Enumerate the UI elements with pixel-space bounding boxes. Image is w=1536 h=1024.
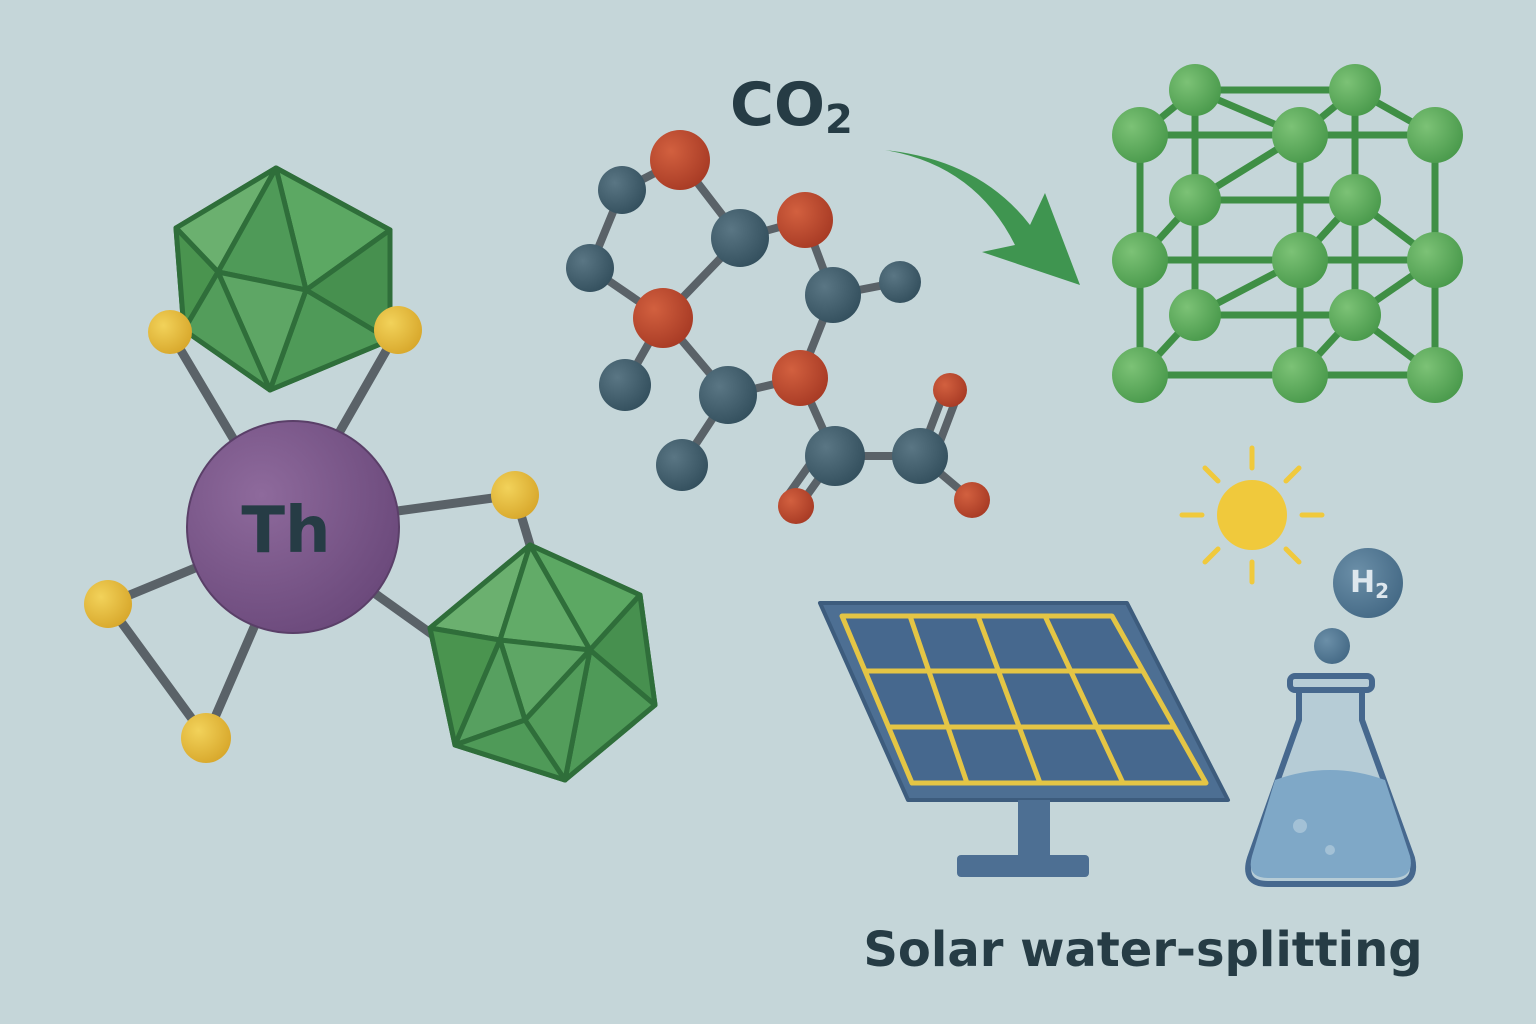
ligand-atom: [148, 310, 192, 354]
oxygen-atom: [633, 288, 693, 348]
oxygen-atom: [954, 482, 990, 518]
lattice-atom: [1407, 107, 1463, 163]
caption: Solar water-splitting: [863, 922, 1422, 978]
ligand-atom: [181, 713, 231, 763]
carbon-atom: [566, 244, 614, 292]
h2-bubble-icon: H2: [1314, 548, 1403, 664]
flask-icon: [1245, 673, 1416, 887]
thorium-complex: Th: [84, 165, 658, 783]
curved-arrow-icon: [885, 150, 1080, 285]
panel-cells: [839, 613, 1209, 786]
lattice-atom: [1329, 64, 1381, 116]
carbon-atom: [699, 366, 757, 424]
lattice-atoms: [1112, 64, 1463, 403]
panel-grid: [866, 614, 1175, 785]
lattice-atom: [1272, 347, 1328, 403]
lattice-atom: [1407, 232, 1463, 288]
lattice-atom: [1169, 289, 1221, 341]
sun-disc: [1217, 480, 1287, 550]
h2-bubble: [1333, 548, 1403, 618]
flask-bubble: [1293, 819, 1307, 833]
carbon-atom: [711, 209, 769, 267]
carbon-atom: [598, 166, 646, 214]
lattice-atom: [1407, 347, 1463, 403]
oxygen-atom: [772, 350, 828, 406]
carbon-atom: [892, 428, 948, 484]
flask-liquid: [1250, 770, 1411, 878]
sun-rays: [1179, 445, 1325, 585]
lattice-atom: [1329, 289, 1381, 341]
ligand-atom: [374, 306, 422, 354]
carbon-atom: [879, 261, 921, 303]
carbon-atom: [805, 267, 861, 323]
co2-molecule: CO2: [566, 70, 990, 524]
flask-rim: [1287, 673, 1375, 693]
small-bubble: [1314, 628, 1350, 664]
carbon-atom: [656, 439, 708, 491]
solar-panel-icon: [818, 601, 1230, 877]
ligand-atoms: [84, 306, 539, 763]
lattice-atom: [1272, 107, 1328, 163]
oxygen-atom: [777, 192, 833, 248]
lattice-atom: [1169, 174, 1221, 226]
h2-label: H2: [1350, 565, 1389, 603]
thorium-label: Th: [241, 494, 330, 568]
flask-bubble: [1325, 845, 1335, 855]
panel-stand: [1018, 800, 1050, 860]
lattice-atom: [1112, 347, 1168, 403]
lower-boron-cluster-icon: [427, 542, 658, 783]
oxygen-atom: [778, 488, 814, 524]
lattice-atom: [1329, 174, 1381, 226]
thorium-atom: [186, 420, 400, 634]
lattice-atom: [1272, 232, 1328, 288]
oxygen-atom: [933, 373, 967, 407]
ligand-atom: [84, 580, 132, 628]
panel-base: [957, 855, 1089, 877]
carbon-atom: [599, 359, 651, 411]
upper-boron-cluster-icon: [173, 165, 393, 393]
molecule-atoms: [566, 130, 990, 524]
sun-icon: [1179, 445, 1325, 585]
crystal-lattice-icon: [1112, 64, 1463, 403]
co2-label: CO2: [730, 70, 853, 143]
ligand-atom: [491, 471, 539, 519]
carbon-atom: [805, 426, 865, 486]
oxygen-atom: [650, 130, 710, 190]
lattice-atom: [1112, 107, 1168, 163]
lattice-atom: [1112, 232, 1168, 288]
lattice-atom: [1169, 64, 1221, 116]
